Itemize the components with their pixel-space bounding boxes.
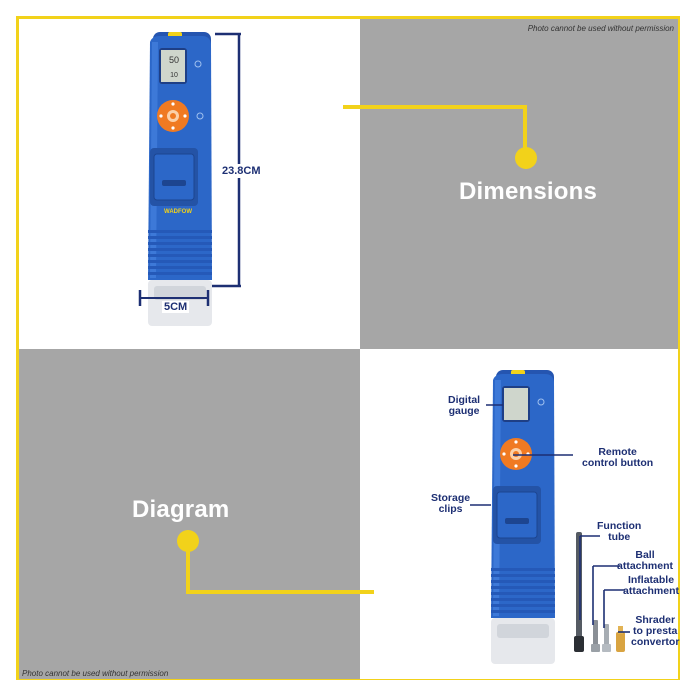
panel-diagram-title	[19, 349, 360, 679]
connector-diagram-dot	[177, 530, 199, 552]
callout-function-tube: Function tube	[597, 520, 642, 543]
dimensions-title: Dimensions	[459, 178, 598, 205]
width-dimension-text: 5CM	[162, 301, 190, 313]
watermark-bottom: Photo cannot be used without permission	[22, 669, 169, 678]
panel-dimensions-title	[360, 19, 678, 349]
connector-dimensions-horizontal	[343, 105, 525, 109]
connector-diagram-horizontal	[186, 590, 374, 594]
callout-shrader-to-presta-convertor: Shrader to presta convertor	[631, 614, 680, 648]
connector-dimensions-dot	[515, 147, 537, 169]
tire-inflator-diagram-image	[491, 370, 555, 664]
connector-dimensions-vertical	[523, 105, 527, 157]
connector-diagram-vertical	[186, 542, 190, 594]
height-dimension-text: 23.8CM	[222, 164, 261, 178]
brand-logo: WADFOW	[164, 209, 192, 215]
callout-digital-gauge: Digital gauge	[448, 394, 481, 417]
callout-remote-control-button: Remote control button	[582, 446, 654, 469]
tire-inflator-image: 50 10 WADFOW	[148, 32, 212, 326]
accessories-image	[574, 532, 625, 652]
diagram-title: Diagram	[132, 496, 230, 523]
watermark-top: Photo cannot be used without permission	[527, 24, 674, 33]
display-bottom-value: 10	[170, 72, 178, 79]
callout-storage-clips: Storage clips	[431, 492, 471, 515]
callout-ball-attachment: Ball attachment	[617, 549, 674, 572]
display-top-value: 50	[169, 55, 179, 65]
callout-inflatable-attachment: Inflatable attachment	[623, 574, 680, 597]
